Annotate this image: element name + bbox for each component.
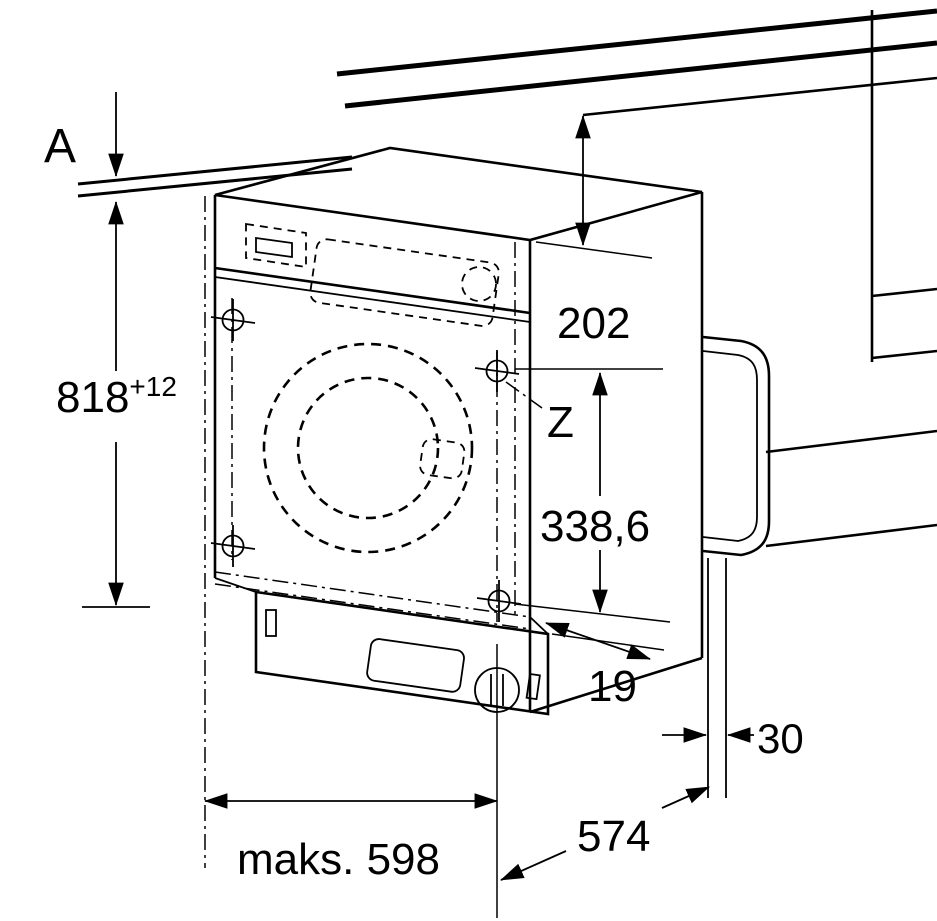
- plinth-vent-slot: [265, 609, 277, 637]
- worktop-front-edge-line: [336, 8, 937, 77]
- knob-slot-lines: [490, 674, 504, 706]
- detergent-drawer-dashed-outline: [245, 222, 307, 269]
- appliance-body: [204, 146, 704, 918]
- dim-202-extension-line: [535, 241, 653, 259]
- dimension-section-a: A: [44, 92, 124, 177]
- dim-19-arrow: [545, 622, 651, 660]
- dim-19-extension: [551, 633, 665, 651]
- plinth-step-line: [529, 616, 549, 635]
- plinth: [214, 577, 550, 918]
- dim-202-label: 202: [557, 299, 630, 348]
- dimension-z-distance: 338,6: [514, 368, 671, 623]
- door-outer-dashed-circle: [262, 342, 474, 554]
- door-handle-dashed-outline: [419, 438, 466, 480]
- plinth-front-face: [254, 590, 550, 716]
- dim-574-front-arrow: [500, 850, 567, 881]
- dim-818-tolerance: +12: [129, 371, 177, 402]
- appliance-side-bottom-edge: [529, 656, 703, 714]
- z-leader-line: [505, 381, 543, 409]
- mounting-point-z: [474, 350, 543, 409]
- dim-3386-label: 338,6: [540, 502, 650, 551]
- plinth-left-step-line: [214, 577, 257, 593]
- program-knob-dashed-circle: [461, 266, 497, 302]
- niche-top-panel-line-1: [77, 155, 353, 186]
- mounting-point-bottom-right: [476, 580, 522, 622]
- door-inner-dashed-circle: [296, 376, 440, 520]
- fascia-bottom-dashdot-line-1: [214, 571, 531, 618]
- mounting-point-top-left: [210, 299, 256, 341]
- service-flap-outline: [366, 638, 465, 693]
- detergent-drawer-handle: [255, 236, 293, 259]
- dim-30-label: 30: [757, 715, 804, 762]
- dim-574-rear-arrow: [661, 786, 710, 809]
- worktop-back-edge-line: [344, 40, 937, 109]
- kitchen-structure: [77, 8, 937, 798]
- side-wall-edge-upper-line: [871, 287, 937, 298]
- cabinet-shelf-lower-line: [765, 523, 937, 548]
- dim-818-label: 818+12: [56, 371, 177, 422]
- plinth-side-clip: [525, 672, 541, 701]
- dimension-rear-gap: 30: [662, 715, 804, 762]
- furniture-door-outer-profile: [702, 335, 771, 557]
- dimension-top-clearance: 202: [535, 115, 653, 348]
- dimension-depth: 574: [500, 786, 710, 881]
- fascia-bottom-dashdot-line-2: [214, 583, 531, 630]
- dim-598-label: maks. 598: [237, 835, 440, 884]
- worktop-underside-line: [582, 76, 937, 117]
- dimension-niche-width: maks. 598: [204, 793, 498, 884]
- control-panel-bottom-line-1: [214, 266, 531, 315]
- mounting-point-bottom-left: [210, 525, 256, 567]
- dim-a-label: A: [44, 120, 76, 173]
- furniture-door-inner-profile: [702, 350, 758, 542]
- dim-574-label: 574: [577, 812, 650, 861]
- dimensions: A 818+12 202 Z 338,6 19: [44, 92, 804, 884]
- dimension-plinth-recess: 19: [545, 622, 665, 711]
- dim-19-label: 19: [588, 662, 637, 711]
- dim-3386-bottom-extension: [514, 603, 671, 623]
- control-panel-dashed-outline: [309, 238, 500, 327]
- point-z-label: Z: [547, 398, 574, 447]
- dim-818-value: 818: [56, 373, 129, 422]
- side-wall-edge-lower-line: [871, 349, 937, 360]
- cabinet-shelf-upper-line: [765, 429, 937, 454]
- niche-top-panel-line-2: [77, 167, 353, 198]
- control-panel-bottom-line-2: [214, 276, 531, 323]
- dimension-niche-height: 818+12: [56, 201, 177, 608]
